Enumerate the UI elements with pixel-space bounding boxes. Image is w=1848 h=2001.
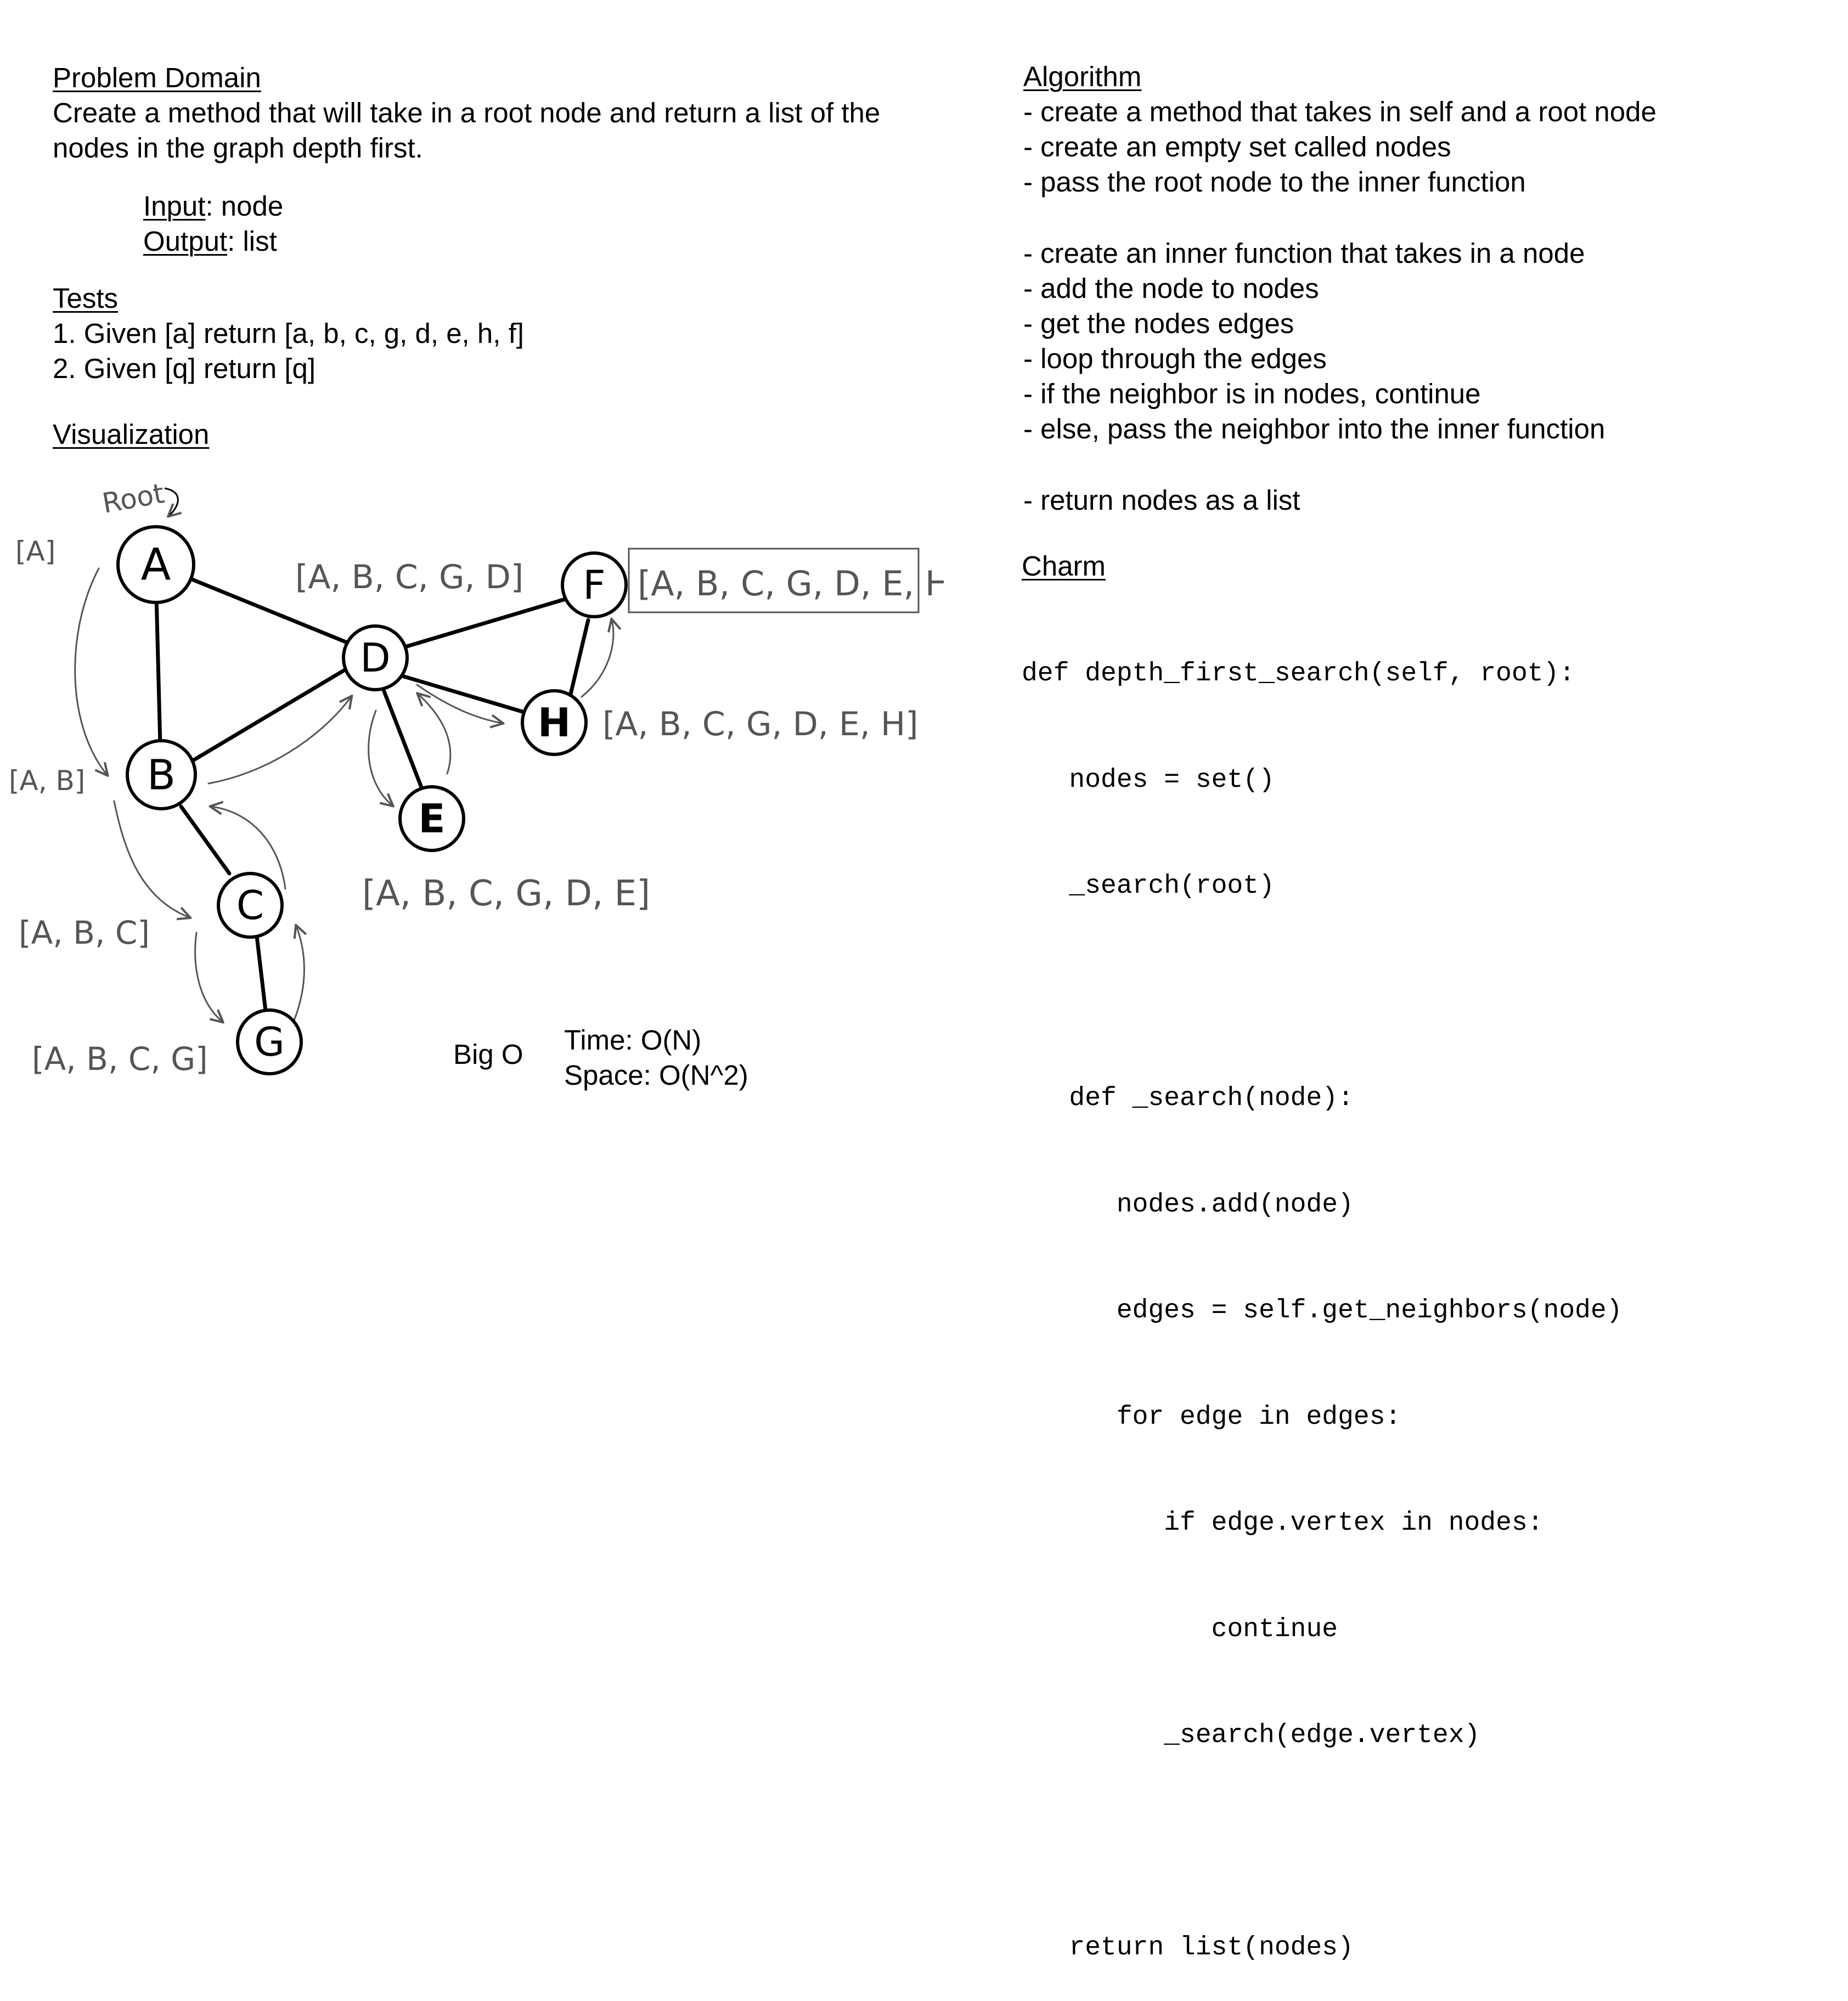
root-label: Root [100, 477, 167, 520]
node-b-label: B [147, 751, 176, 799]
arrow-h-to-f [581, 620, 613, 698]
code-line: for edge in edges: [1022, 1402, 1401, 1432]
algorithm-step: - return nodes as a list [1023, 484, 1300, 516]
algorithm-step: - else, pass the neighbor into the inner… [1023, 413, 1605, 444]
problem-domain-heading: Problem Domain [53, 62, 261, 93]
code-line: edges = self.get_neighbors(node) [1022, 1296, 1622, 1326]
annotation-after-d: [A, B, C, G, D] [295, 558, 523, 596]
arrow-c-to-b [211, 807, 286, 890]
algorithm-step: - create an inner function that takes in… [1023, 238, 1585, 269]
code-line: nodes = set() [1022, 765, 1275, 795]
algorithm-step: - get the nodes edges [1023, 308, 1294, 339]
node-g-label: G [254, 1019, 285, 1065]
problem-domain-line-1: Create a method that will take in a root… [53, 97, 881, 128]
code-line: _search(edge.vertex) [1022, 1721, 1480, 1750]
code-line: _search(root) [1022, 871, 1275, 901]
final-result-box [628, 548, 920, 613]
node-f-label: F [583, 562, 605, 608]
node-b [126, 739, 197, 810]
annotation-after-b: [A, B] [9, 765, 85, 797]
big-o-label: Big O [453, 1039, 523, 1070]
test-item-1: 1. Given [a] return [a, b, c, g, d, e, h… [53, 318, 524, 349]
time-complexity: Time: O(N) [564, 1024, 702, 1056]
node-h-label: H [538, 700, 571, 746]
arrow-b-to-d [207, 697, 351, 785]
input-label: Input [143, 190, 206, 222]
algorithm-step: - if the neighbor is in nodes, continue [1023, 378, 1481, 409]
edge-d-f [401, 597, 567, 650]
node-e [398, 785, 465, 852]
charm-heading: Charm [1022, 550, 1106, 582]
edge-b-c [179, 804, 232, 876]
code-line [1022, 1824, 1622, 1860]
algorithm-step: - create an empty set called nodes [1023, 131, 1451, 162]
arrow-g-to-c [292, 926, 304, 1023]
arrow-d-to-e [368, 709, 392, 805]
code-line: continue [1022, 1614, 1338, 1644]
code-line [1022, 975, 1622, 1011]
graph-diagram: Root A B C G D E H F [A] [A, B] [A, B, C… [9, 477, 944, 1078]
annotation-after-e: [A, B, C, G, D, E] [362, 873, 650, 914]
arrow-a-to-b [74, 567, 107, 775]
node-a [116, 525, 195, 604]
edge-b-d [184, 667, 348, 766]
edge-d-e [382, 689, 425, 792]
output-value: : list [227, 226, 277, 257]
tests-heading: Tests [53, 283, 119, 314]
space-complexity: Space: O(N^2) [564, 1059, 748, 1091]
arrow-e-to-d [418, 694, 452, 775]
edge-h-f [568, 618, 590, 696]
edge-a-d [190, 577, 348, 644]
edge-d-h [400, 674, 530, 715]
arrow-b-to-c [113, 800, 189, 917]
test-item-2: 2. Given [q] return [q] [53, 353, 316, 384]
annotation-after-c: [A, B, C] [19, 914, 150, 951]
edge-c-g [255, 934, 268, 1013]
visualization-heading: Visualization [53, 419, 210, 450]
algorithm-step: - loop through the edges [1023, 343, 1327, 374]
node-h [521, 689, 588, 756]
output-label: Output [143, 226, 228, 257]
output-spec: Output: list [143, 224, 277, 259]
node-a-label: A [141, 539, 171, 590]
arrow-c-to-g [194, 932, 222, 1022]
node-d [342, 624, 409, 691]
algorithm-step: - create a method that takes in self and… [1023, 96, 1657, 127]
code-line: if edge.vertex in nodes: [1022, 1508, 1543, 1538]
code-line: def _search(node): [1022, 1084, 1354, 1113]
annotation-after-a: [A] [15, 536, 55, 567]
graph-edges [154, 577, 590, 1013]
algorithm-step: - add the node to nodes [1023, 273, 1319, 304]
arrow-d-to-h [416, 684, 502, 723]
annotation-after-g: [A, B, C, G] [32, 1040, 208, 1078]
node-g [236, 1008, 303, 1075]
node-e-label: E [418, 796, 445, 842]
annotation-after-h: [A, B, C, G, D, E, H] [602, 705, 919, 743]
code-block: def depth_first_search(self, root): node… [1022, 585, 1622, 2001]
code-line: def depth_first_search(self, root): [1022, 659, 1575, 689]
root-arrow [164, 487, 178, 516]
annotation-after-f: [A, B, C, G, D, E, H, F] [638, 563, 944, 604]
problem-domain-line-2: nodes in the graph depth first. [53, 132, 423, 164]
algorithm-heading: Algorithm [1023, 61, 1142, 92]
node-c [217, 872, 284, 939]
traversal-arrows [74, 567, 613, 1023]
input-value: : node [205, 190, 284, 222]
node-f [561, 551, 628, 618]
code-line: return list(nodes) [1022, 1933, 1354, 1963]
node-c-label: C [236, 882, 264, 928]
node-d-label: D [360, 635, 390, 681]
code-line: nodes.add(node) [1022, 1190, 1354, 1220]
algorithm-step: - pass the root node to the inner functi… [1023, 166, 1526, 198]
input-spec: Input: node [143, 189, 283, 224]
edge-a-b [154, 593, 162, 747]
